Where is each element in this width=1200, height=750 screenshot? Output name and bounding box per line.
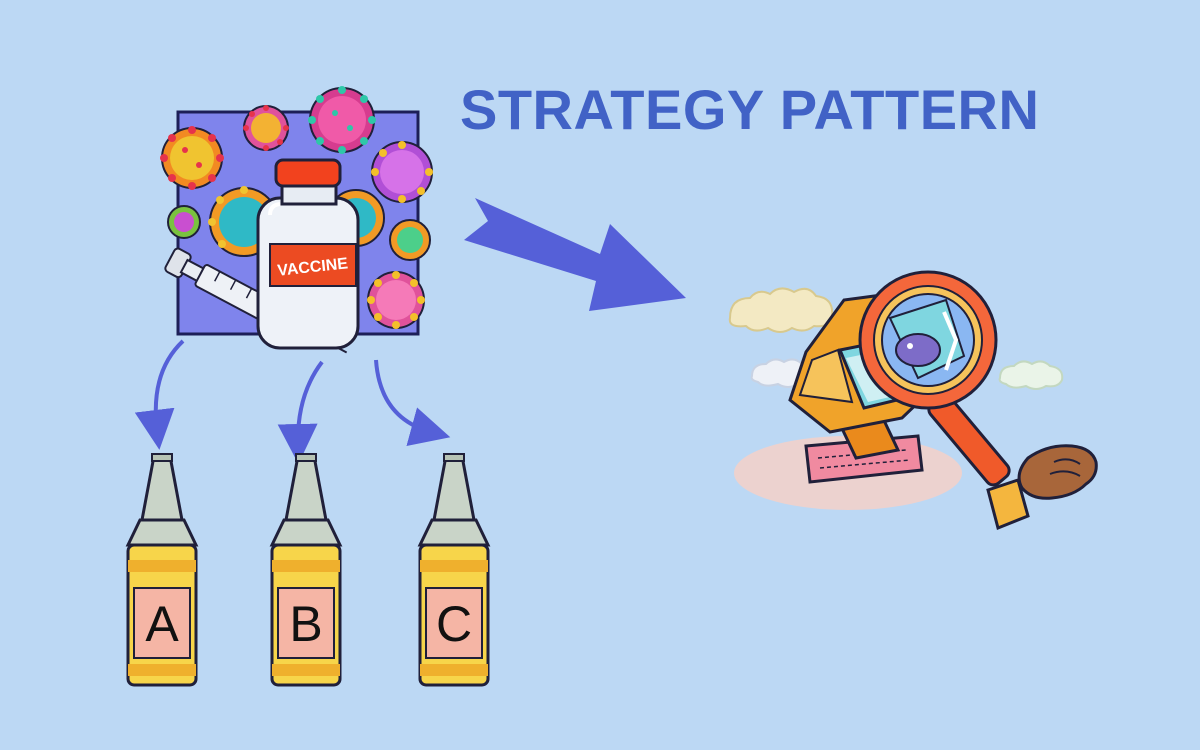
arrow-to-vial-c [374, 359, 451, 446]
virus-icon [167, 205, 201, 239]
vial-c: C [417, 453, 491, 687]
virus-icon [895, 333, 941, 367]
virus-icon [308, 86, 376, 154]
virus-icon [389, 219, 431, 261]
vial-label: B [289, 596, 322, 652]
vaccine-bottle-icon: VACCINE [256, 158, 360, 350]
arrow-to-vial-b [277, 360, 324, 464]
vial-a: A [125, 453, 199, 687]
virus-icon [243, 105, 289, 151]
big-arrow [464, 198, 686, 311]
page-title: STRATEGY PATTERN [460, 78, 1040, 141]
hand-icon [986, 444, 1098, 531]
vial-label: C [436, 596, 472, 652]
research-illustration [728, 270, 1098, 531]
virus-icon [367, 271, 425, 329]
virus-icon [371, 141, 433, 203]
magnifying-glass-icon [858, 270, 1011, 487]
vaccine-illustration: VACCINE [160, 86, 433, 354]
vial-b: B [269, 453, 343, 687]
vial-label: A [145, 596, 179, 652]
virus-icon [160, 126, 224, 190]
cloud-icon [728, 287, 834, 333]
cloud-icon [998, 360, 1064, 390]
arrow-to-vial-a [134, 339, 185, 450]
